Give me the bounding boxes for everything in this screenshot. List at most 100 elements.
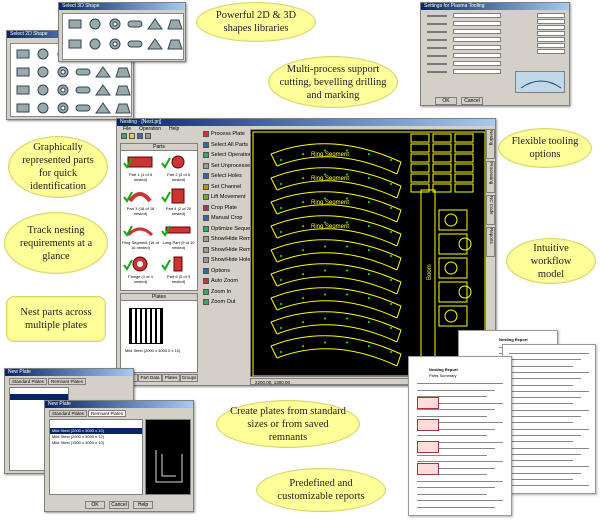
shape-thumbnail[interactable] bbox=[166, 37, 184, 51]
open-icon[interactable] bbox=[129, 133, 135, 139]
operation-item[interactable]: Process Plate bbox=[203, 129, 245, 139]
shape-thumbnail[interactable] bbox=[126, 37, 144, 51]
print-icon[interactable] bbox=[145, 133, 151, 139]
tooling-field-right[interactable] bbox=[537, 25, 565, 30]
new-plate-ok-button[interactable]: OK bbox=[85, 501, 105, 509]
new-icon[interactable] bbox=[121, 133, 127, 139]
tab-processing[interactable]: Processing bbox=[486, 161, 495, 193]
operation-item[interactable]: Options bbox=[203, 266, 230, 276]
plate-thumbnail[interactable] bbox=[129, 308, 163, 344]
new-plate-help-button[interactable]: Help bbox=[133, 501, 153, 509]
operation-item[interactable]: Lift Movement bbox=[203, 192, 246, 202]
tab-reports[interactable]: Reports bbox=[486, 227, 495, 257]
shape-thumbnail[interactable] bbox=[54, 83, 72, 97]
shape-thumbnail[interactable] bbox=[14, 101, 32, 115]
part-item[interactable]: Flange (1 of 4 nested) bbox=[122, 254, 159, 288]
shape-thumbnail[interactable] bbox=[34, 47, 52, 61]
tab-remnant-plates[interactable]: Remnant Plates bbox=[88, 410, 127, 417]
shape-thumbnail[interactable] bbox=[14, 65, 32, 79]
tooling-field[interactable] bbox=[453, 61, 501, 66]
shape-thumbnail[interactable] bbox=[94, 101, 112, 115]
operation-item[interactable]: Show/Hide Remnant bbox=[203, 245, 261, 255]
tab-standard-plates[interactable]: Standard Plates bbox=[49, 410, 88, 417]
tab-standard-plates-back[interactable]: Standard Plates bbox=[9, 378, 48, 385]
shape-thumbnail[interactable] bbox=[126, 17, 144, 31]
shape-thumbnail[interactable] bbox=[114, 65, 132, 79]
shape-thumbnail[interactable] bbox=[146, 17, 164, 31]
operation-item[interactable]: Select All Parts bbox=[203, 140, 248, 150]
tab-plates[interactable]: Plates bbox=[162, 374, 181, 382]
tooling-field-right[interactable] bbox=[537, 49, 565, 54]
menu-help[interactable]: Help bbox=[169, 126, 180, 132]
shape-thumbnail[interactable] bbox=[166, 17, 184, 31]
shape-thumbnail[interactable] bbox=[74, 101, 92, 115]
tooling-field-right[interactable] bbox=[537, 19, 565, 24]
operation-item[interactable]: Show/Hide Remnant bbox=[203, 234, 261, 244]
shape-thumbnail[interactable] bbox=[34, 65, 52, 79]
tab-part-data[interactable]: Part Data bbox=[137, 374, 163, 382]
part-item[interactable]: Part 4 (2 of 20 nested) bbox=[160, 186, 197, 220]
shape-thumbnail[interactable] bbox=[34, 83, 52, 97]
shape-thumbnail[interactable] bbox=[86, 37, 104, 51]
menu-file[interactable]: File bbox=[123, 126, 132, 132]
shape-thumbnail[interactable] bbox=[54, 65, 72, 79]
tooling-field-right[interactable] bbox=[537, 43, 565, 48]
shape-thumbnail[interactable] bbox=[66, 37, 84, 51]
part-item[interactable]: Part 1 (1 of 5 nested) bbox=[122, 152, 159, 186]
new-plate-cancel-button[interactable]: Cancel bbox=[109, 501, 129, 509]
shape-thumbnail[interactable] bbox=[14, 83, 32, 97]
tab-nc-code[interactable]: NC Code bbox=[486, 195, 495, 225]
part-item[interactable]: Long Part (9 of 10 nested) bbox=[160, 220, 197, 254]
tab-groups[interactable]: Groups bbox=[180, 374, 198, 382]
plate-row-2[interactable]: Mild Steel (2000 x 3000 x 12) bbox=[52, 434, 105, 439]
shape-thumbnail[interactable] bbox=[66, 17, 84, 31]
menu-operation[interactable]: Operation bbox=[139, 126, 162, 132]
tooling-ok-button[interactable]: OK bbox=[435, 97, 457, 105]
part-item[interactable]: Ring Segment (16 of 16 nested) bbox=[122, 220, 159, 254]
operation-item[interactable]: Select Holes bbox=[203, 171, 242, 181]
shape-thumbnail[interactable] bbox=[74, 65, 92, 79]
tooling-field[interactable] bbox=[453, 29, 501, 34]
shape-thumbnail[interactable] bbox=[114, 101, 132, 115]
operation-item[interactable]: Set Unprocessed bbox=[203, 161, 253, 171]
shape-thumbnail[interactable] bbox=[94, 83, 112, 97]
part-item[interactable]: Part 2 (3 of 5 nested) bbox=[160, 152, 197, 186]
operation-item[interactable]: Set Channel bbox=[203, 182, 241, 192]
tab-nesting[interactable]: Nesting bbox=[486, 129, 495, 159]
shape-thumbnail[interactable] bbox=[54, 101, 72, 115]
plate-row-1[interactable]: Mild Steel (2000 x 3000 x 10) bbox=[50, 428, 142, 434]
tooling-field[interactable] bbox=[453, 13, 501, 18]
operation-item[interactable]: Zoom Out bbox=[203, 297, 235, 307]
tooling-field-right[interactable] bbox=[537, 31, 565, 36]
shape-thumbnail[interactable] bbox=[146, 37, 164, 51]
plate-row-3[interactable]: Mild Steel (1500 x 3000 x 10) bbox=[52, 440, 105, 445]
part-item[interactable]: Part 3 (18 of 18 nested) bbox=[122, 186, 159, 220]
shape-thumbnail[interactable] bbox=[86, 17, 104, 31]
shape-thumbnail[interactable] bbox=[114, 83, 132, 97]
shape-thumbnail[interactable] bbox=[14, 47, 32, 61]
shape-thumbnail[interactable] bbox=[106, 37, 124, 51]
tooling-field-right[interactable] bbox=[537, 13, 565, 18]
tooling-field-right[interactable] bbox=[537, 37, 565, 42]
operation-item[interactable]: Auto Zoom bbox=[203, 276, 238, 286]
tooling-field[interactable] bbox=[453, 21, 501, 26]
save-icon[interactable] bbox=[137, 133, 143, 139]
tooling-field[interactable] bbox=[453, 45, 501, 50]
tab-remnant-plates-back[interactable]: Remnant Plates bbox=[48, 378, 87, 385]
operation-item[interactable]: Manual Crop bbox=[203, 213, 243, 223]
shape-thumbnail[interactable] bbox=[94, 65, 112, 79]
shape-thumbnail[interactable] bbox=[34, 101, 52, 115]
operation-item[interactable]: Optimize Sequence bbox=[203, 224, 259, 234]
tooling-field[interactable] bbox=[453, 69, 501, 74]
operation-item[interactable]: Select Operations bbox=[203, 150, 255, 160]
shape-thumbnail[interactable] bbox=[106, 17, 124, 31]
shape-thumbnail[interactable] bbox=[74, 83, 92, 97]
tooling-field[interactable] bbox=[453, 37, 501, 42]
operation-item[interactable]: Zoom In bbox=[203, 287, 231, 297]
operation-item[interactable]: Show/Hide Holes bbox=[203, 255, 253, 265]
tooling-cancel-button[interactable]: Cancel bbox=[461, 97, 483, 105]
operation-item[interactable]: Crop Plate bbox=[203, 203, 237, 213]
tooling-field[interactable] bbox=[453, 53, 501, 58]
part-item[interactable]: Part 6 (0 of 3 nested) bbox=[160, 254, 197, 288]
